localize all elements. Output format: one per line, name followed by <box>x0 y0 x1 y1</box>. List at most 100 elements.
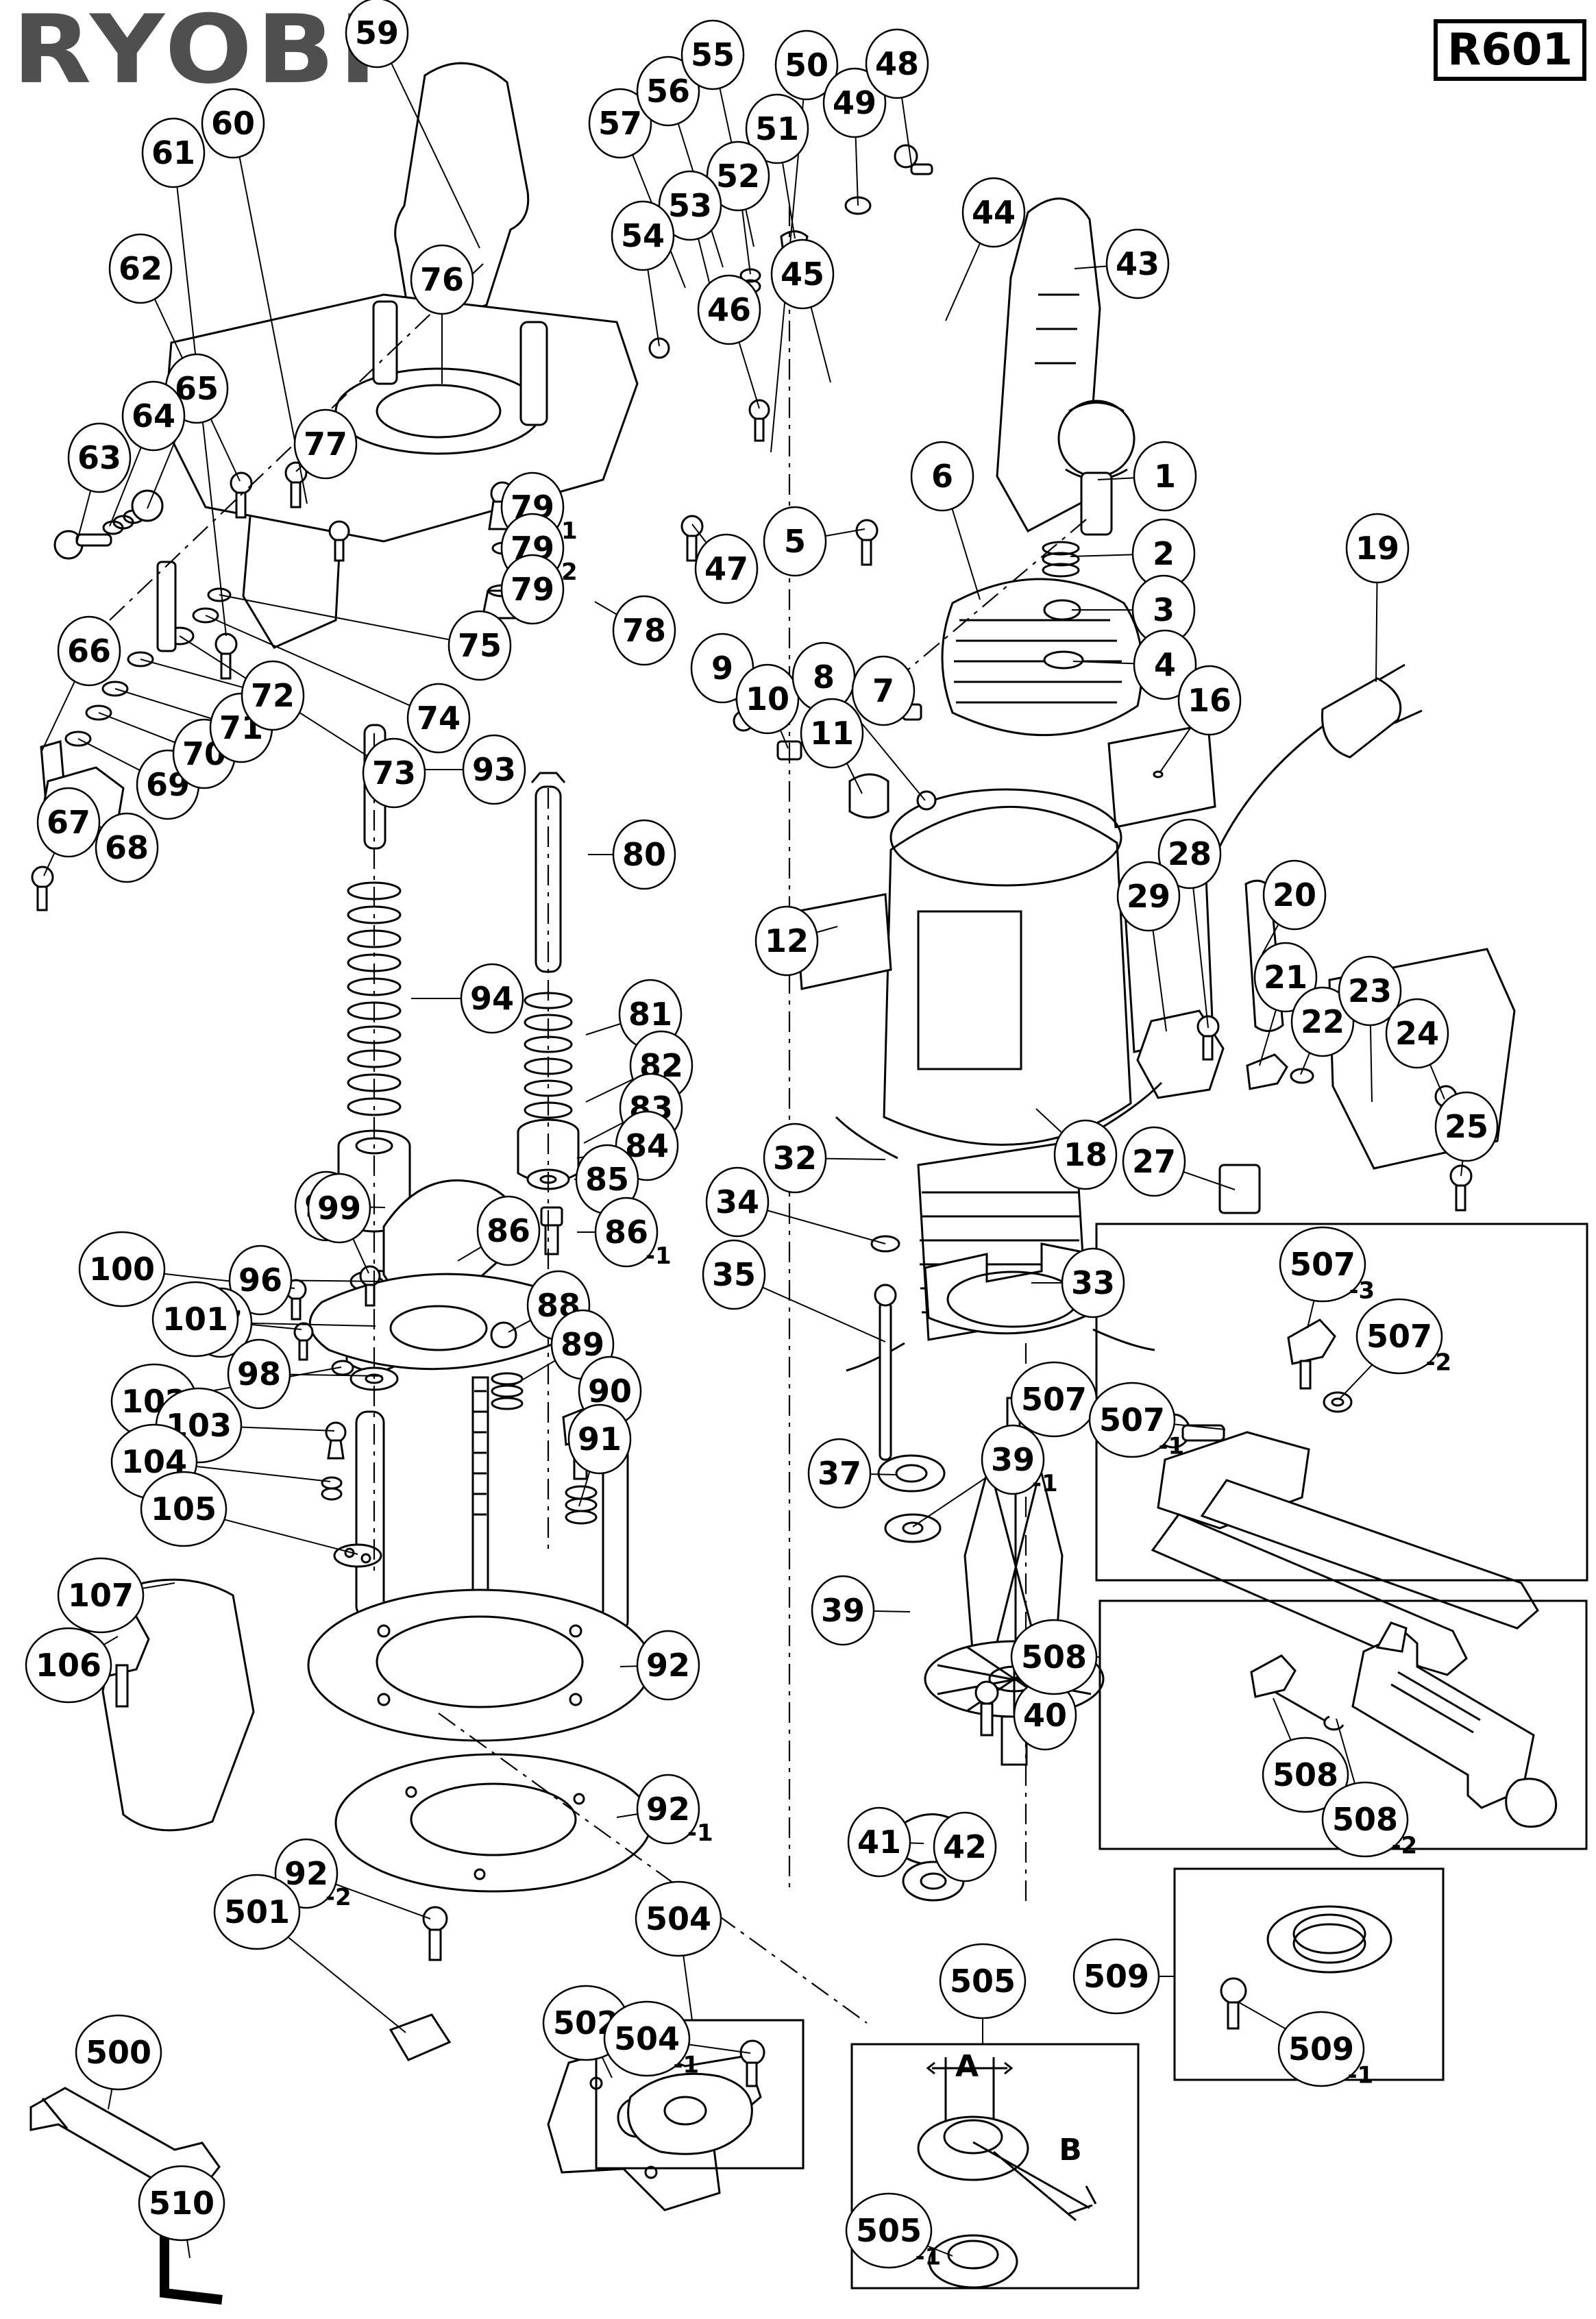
callout-circle <box>981 1424 1045 1495</box>
callout-number: 73 <box>372 754 416 792</box>
callout-number: 61 <box>151 134 195 171</box>
screw-86-1-art <box>540 1206 563 1255</box>
callout-circle <box>1177 665 1242 736</box>
callout-number: 507 <box>1099 1401 1165 1438</box>
callout-circle <box>567 1403 632 1475</box>
callout-number: 37 <box>818 1455 861 1492</box>
callout-circle <box>1355 1298 1443 1375</box>
callout-number: 54 <box>621 217 665 254</box>
callout-circle <box>612 595 676 666</box>
callout-circle <box>25 1627 112 1704</box>
callout-508: 508 <box>1010 1619 1098 1695</box>
callout-number: 44 <box>972 194 1016 231</box>
callout-number: 72 <box>251 677 295 714</box>
callout-number: 93 <box>472 751 516 788</box>
callout-number: 35 <box>712 1256 756 1293</box>
callout-2: 2 <box>1131 518 1196 589</box>
callout-circle <box>345 0 409 69</box>
callout-76: 76 <box>410 244 474 315</box>
callout-505-1: 505-1 <box>845 2192 941 2271</box>
callout-number: 500 <box>86 2034 151 2071</box>
callout-number: 504 <box>646 1900 711 1937</box>
callout-57: 57 <box>588 88 652 159</box>
callout-number: 19 <box>1355 530 1399 567</box>
callout-number: 99 <box>317 1190 361 1227</box>
callout-circle <box>75 2014 162 2091</box>
callout-68: 68 <box>95 812 159 883</box>
callout-64: 64 <box>121 380 186 452</box>
callout-50: 50 <box>774 29 839 101</box>
callout-circle <box>702 1239 766 1310</box>
callout-subscript: -1 <box>687 1819 713 1847</box>
spring-2-art <box>1042 541 1080 578</box>
callout-33: 33 <box>1061 1247 1125 1318</box>
callout-number: 46 <box>707 291 751 328</box>
callout-circle <box>241 660 305 731</box>
callout-number: 18 <box>1064 1136 1107 1173</box>
callout-circle <box>1122 1126 1186 1197</box>
callout-number: 25 <box>1445 1108 1488 1145</box>
callout-43: 43 <box>1105 228 1170 299</box>
callout-number: 51 <box>755 110 799 147</box>
callout-number: 508 <box>1021 1639 1087 1676</box>
callout-59: 59 <box>345 0 409 69</box>
callout-41: 41 <box>847 1806 911 1878</box>
callout-number: 85 <box>585 1161 629 1198</box>
callout-number: 52 <box>716 158 760 195</box>
callout-circle <box>851 655 916 726</box>
callout-number: 32 <box>773 1140 817 1177</box>
callout-508-2: 508-2 <box>1321 1781 1417 1860</box>
callout-number: 8 <box>813 659 835 696</box>
callout-91: 91 <box>567 1403 632 1475</box>
callout-48: 48 <box>865 28 929 99</box>
callout-circle <box>800 698 864 769</box>
callout-circle <box>735 663 800 735</box>
callout-92-1: 92-1 <box>636 1774 713 1847</box>
callout-circle <box>140 1471 228 1547</box>
guide-504-art <box>627 2039 765 2155</box>
callout-circle <box>1105 228 1170 299</box>
callout-45: 45 <box>770 238 835 310</box>
box-505 <box>850 2043 1140 2290</box>
knob-82-art <box>517 1118 580 1183</box>
callout-circle <box>658 170 722 241</box>
callout-circle <box>410 244 474 315</box>
callout-number: 94 <box>470 980 514 1017</box>
callout-56: 56 <box>636 56 700 127</box>
callout-27: 27 <box>1122 1126 1186 1197</box>
base-plate-art <box>307 1588 652 1742</box>
callout-79: 79 <box>500 554 565 625</box>
callout-circle <box>500 554 565 625</box>
callout-circle <box>933 1811 997 1882</box>
callout-subscript: -2 <box>1425 1349 1451 1377</box>
spring-89-art <box>491 1372 524 1410</box>
callout-number: 16 <box>1188 682 1231 719</box>
callout-number: 48 <box>875 45 919 82</box>
callout-7: 7 <box>851 655 916 726</box>
leader-line-59 <box>376 32 480 249</box>
callout-number: 105 <box>151 1490 217 1527</box>
callout-circle <box>910 441 974 512</box>
callout-circle <box>1116 861 1181 932</box>
callout-number: 505 <box>856 2212 922 2249</box>
callout-100: 100 <box>78 1231 166 1308</box>
callout-508-1: 508-1 <box>1262 1737 1358 1815</box>
callout-number: 75 <box>458 627 502 664</box>
callout-circle <box>151 1281 239 1358</box>
callout-number: 96 <box>238 1262 282 1299</box>
callout-number: 501 <box>224 1893 290 1930</box>
callout-number: 5 <box>784 523 806 560</box>
callout-number: 508 <box>1273 1756 1338 1793</box>
callout-35: 35 <box>702 1239 766 1310</box>
callout-circle <box>121 380 186 452</box>
callout-1: 1 <box>1133 441 1197 512</box>
callout-circle <box>447 610 512 681</box>
callout-number: 27 <box>1132 1143 1176 1180</box>
edge-guide-art <box>1151 1318 1539 1676</box>
callout-circle <box>141 117 206 188</box>
callout-73: 73 <box>362 737 426 809</box>
callout-85: 85 <box>575 1144 639 1215</box>
callout-number: 7 <box>872 672 894 709</box>
callout-3: 3 <box>1131 574 1196 646</box>
